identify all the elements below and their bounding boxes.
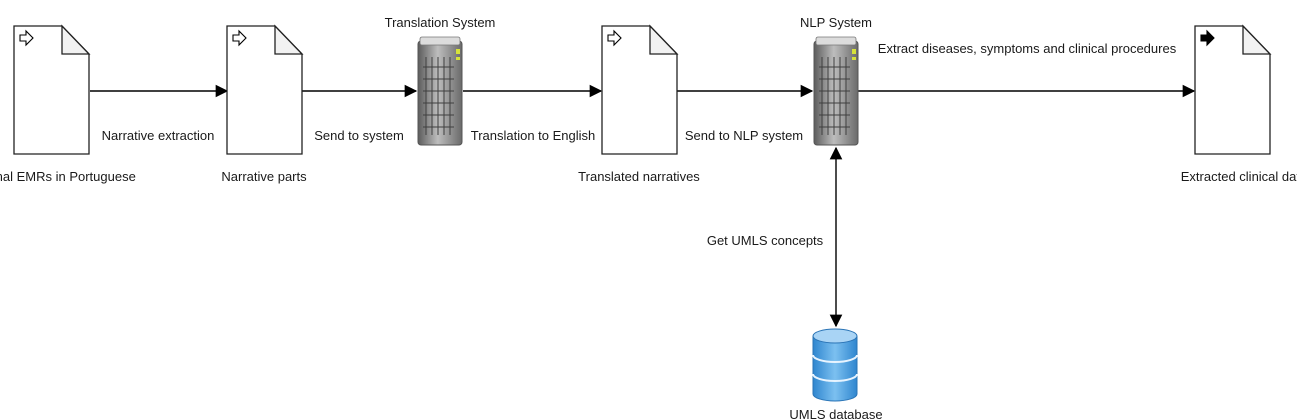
edge-label-get-umls: Get UMLS concepts (707, 233, 824, 248)
server-icon (417, 36, 463, 146)
server-translation-system (417, 36, 463, 146)
label-umls-database: UMLS database (789, 407, 882, 420)
label-narrative-parts: Narrative parts (221, 169, 307, 184)
document-extracted-clinical-data (1194, 24, 1272, 155)
arrow-filled-icon (1200, 29, 1215, 47)
arrow-outline-icon (607, 29, 622, 47)
edge-label-extract-clinical: Extract diseases, symptoms and clinical … (878, 41, 1177, 56)
arrow-outline-icon (232, 29, 247, 47)
server-nlp-system (813, 36, 859, 146)
label-translated-narratives: Translated narratives (578, 169, 700, 184)
document-narrative-parts (226, 24, 304, 155)
edge-label-send-to-system: Send to system (314, 128, 404, 143)
document-original-emrs (13, 24, 91, 155)
document-translated-narratives (601, 24, 679, 155)
label-nlp-system: NLP System (800, 15, 872, 30)
label-translation-system: Translation System (385, 15, 496, 30)
edge-label-translation-to-english: Translation to English (471, 128, 596, 143)
label-extracted-clinical-data: Extracted clinical data (1181, 169, 1297, 184)
server-icon (813, 36, 859, 146)
label-original-emrs: Original EMRs in Portuguese (0, 169, 136, 184)
database-umls (812, 328, 858, 402)
edge-label-narrative-extraction: Narrative extraction (102, 128, 215, 143)
database-icon (812, 328, 858, 402)
arrow-outline-icon (19, 29, 34, 47)
edge-label-send-to-nlp: Send to NLP system (685, 128, 803, 143)
